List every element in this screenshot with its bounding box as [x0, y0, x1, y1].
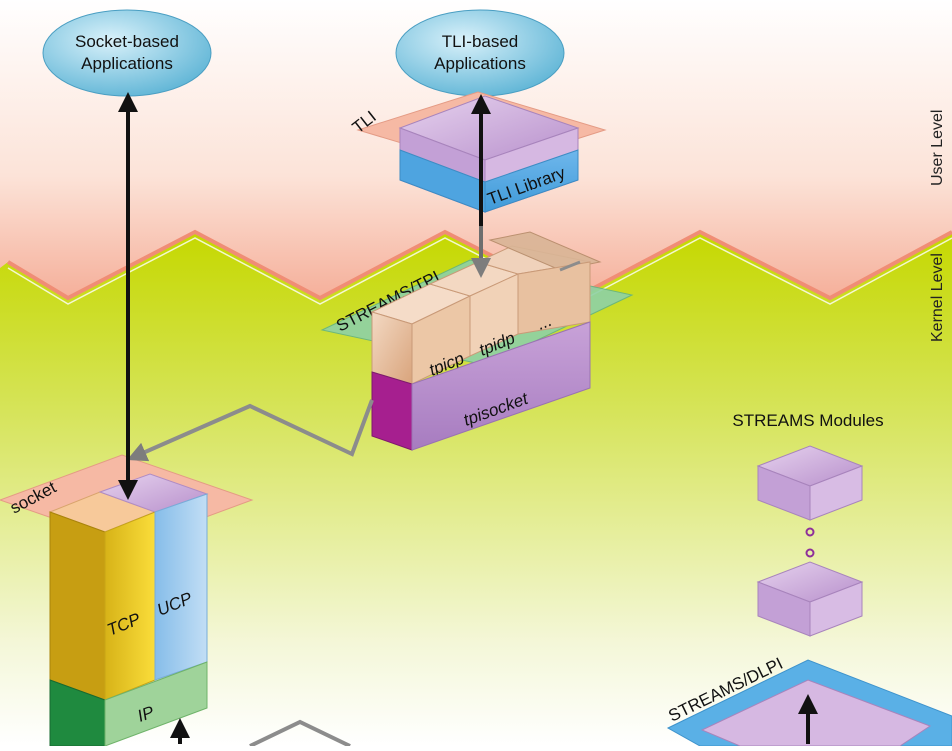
- ip-label: IP: [135, 702, 157, 726]
- tli-apps-line2: Applications: [434, 54, 526, 73]
- tpi-modules-block: tpicp tpidp ...: [370, 231, 602, 385]
- socket-apps-ellipse: Socket-based Applications: [42, 9, 212, 97]
- streams-module-cube-top: [756, 445, 864, 521]
- kernel-level-label: Kernel Level: [929, 253, 946, 342]
- kernel-level-zone: [0, 232, 952, 746]
- tpisocket-to-socket-arrow: [126, 399, 374, 462]
- tli-library-block: TLI Library: [398, 95, 580, 213]
- tli-apps-ellipse: TLI-based Applications: [395, 9, 565, 97]
- user-kernel-boundary: [6, 229, 952, 301]
- socket-apps-line1: Socket-based: [75, 32, 179, 51]
- tli-apps-line1: TLI-based: [442, 32, 519, 51]
- socket-apps-line2: Applications: [81, 54, 173, 73]
- streams-modules-label: STREAMS Modules: [732, 411, 883, 430]
- streams-module-cube-bottom: [756, 561, 864, 637]
- tcp-ucp-stack: TCP UCP IP: [48, 473, 209, 747]
- more-modules-label: ...: [534, 311, 554, 334]
- ip-lower-gray-line: [249, 719, 351, 748]
- user-level-label: User Level: [929, 110, 946, 186]
- tpi-connector-line: [559, 260, 581, 272]
- tpisocket-block: tpisocket: [371, 321, 591, 451]
